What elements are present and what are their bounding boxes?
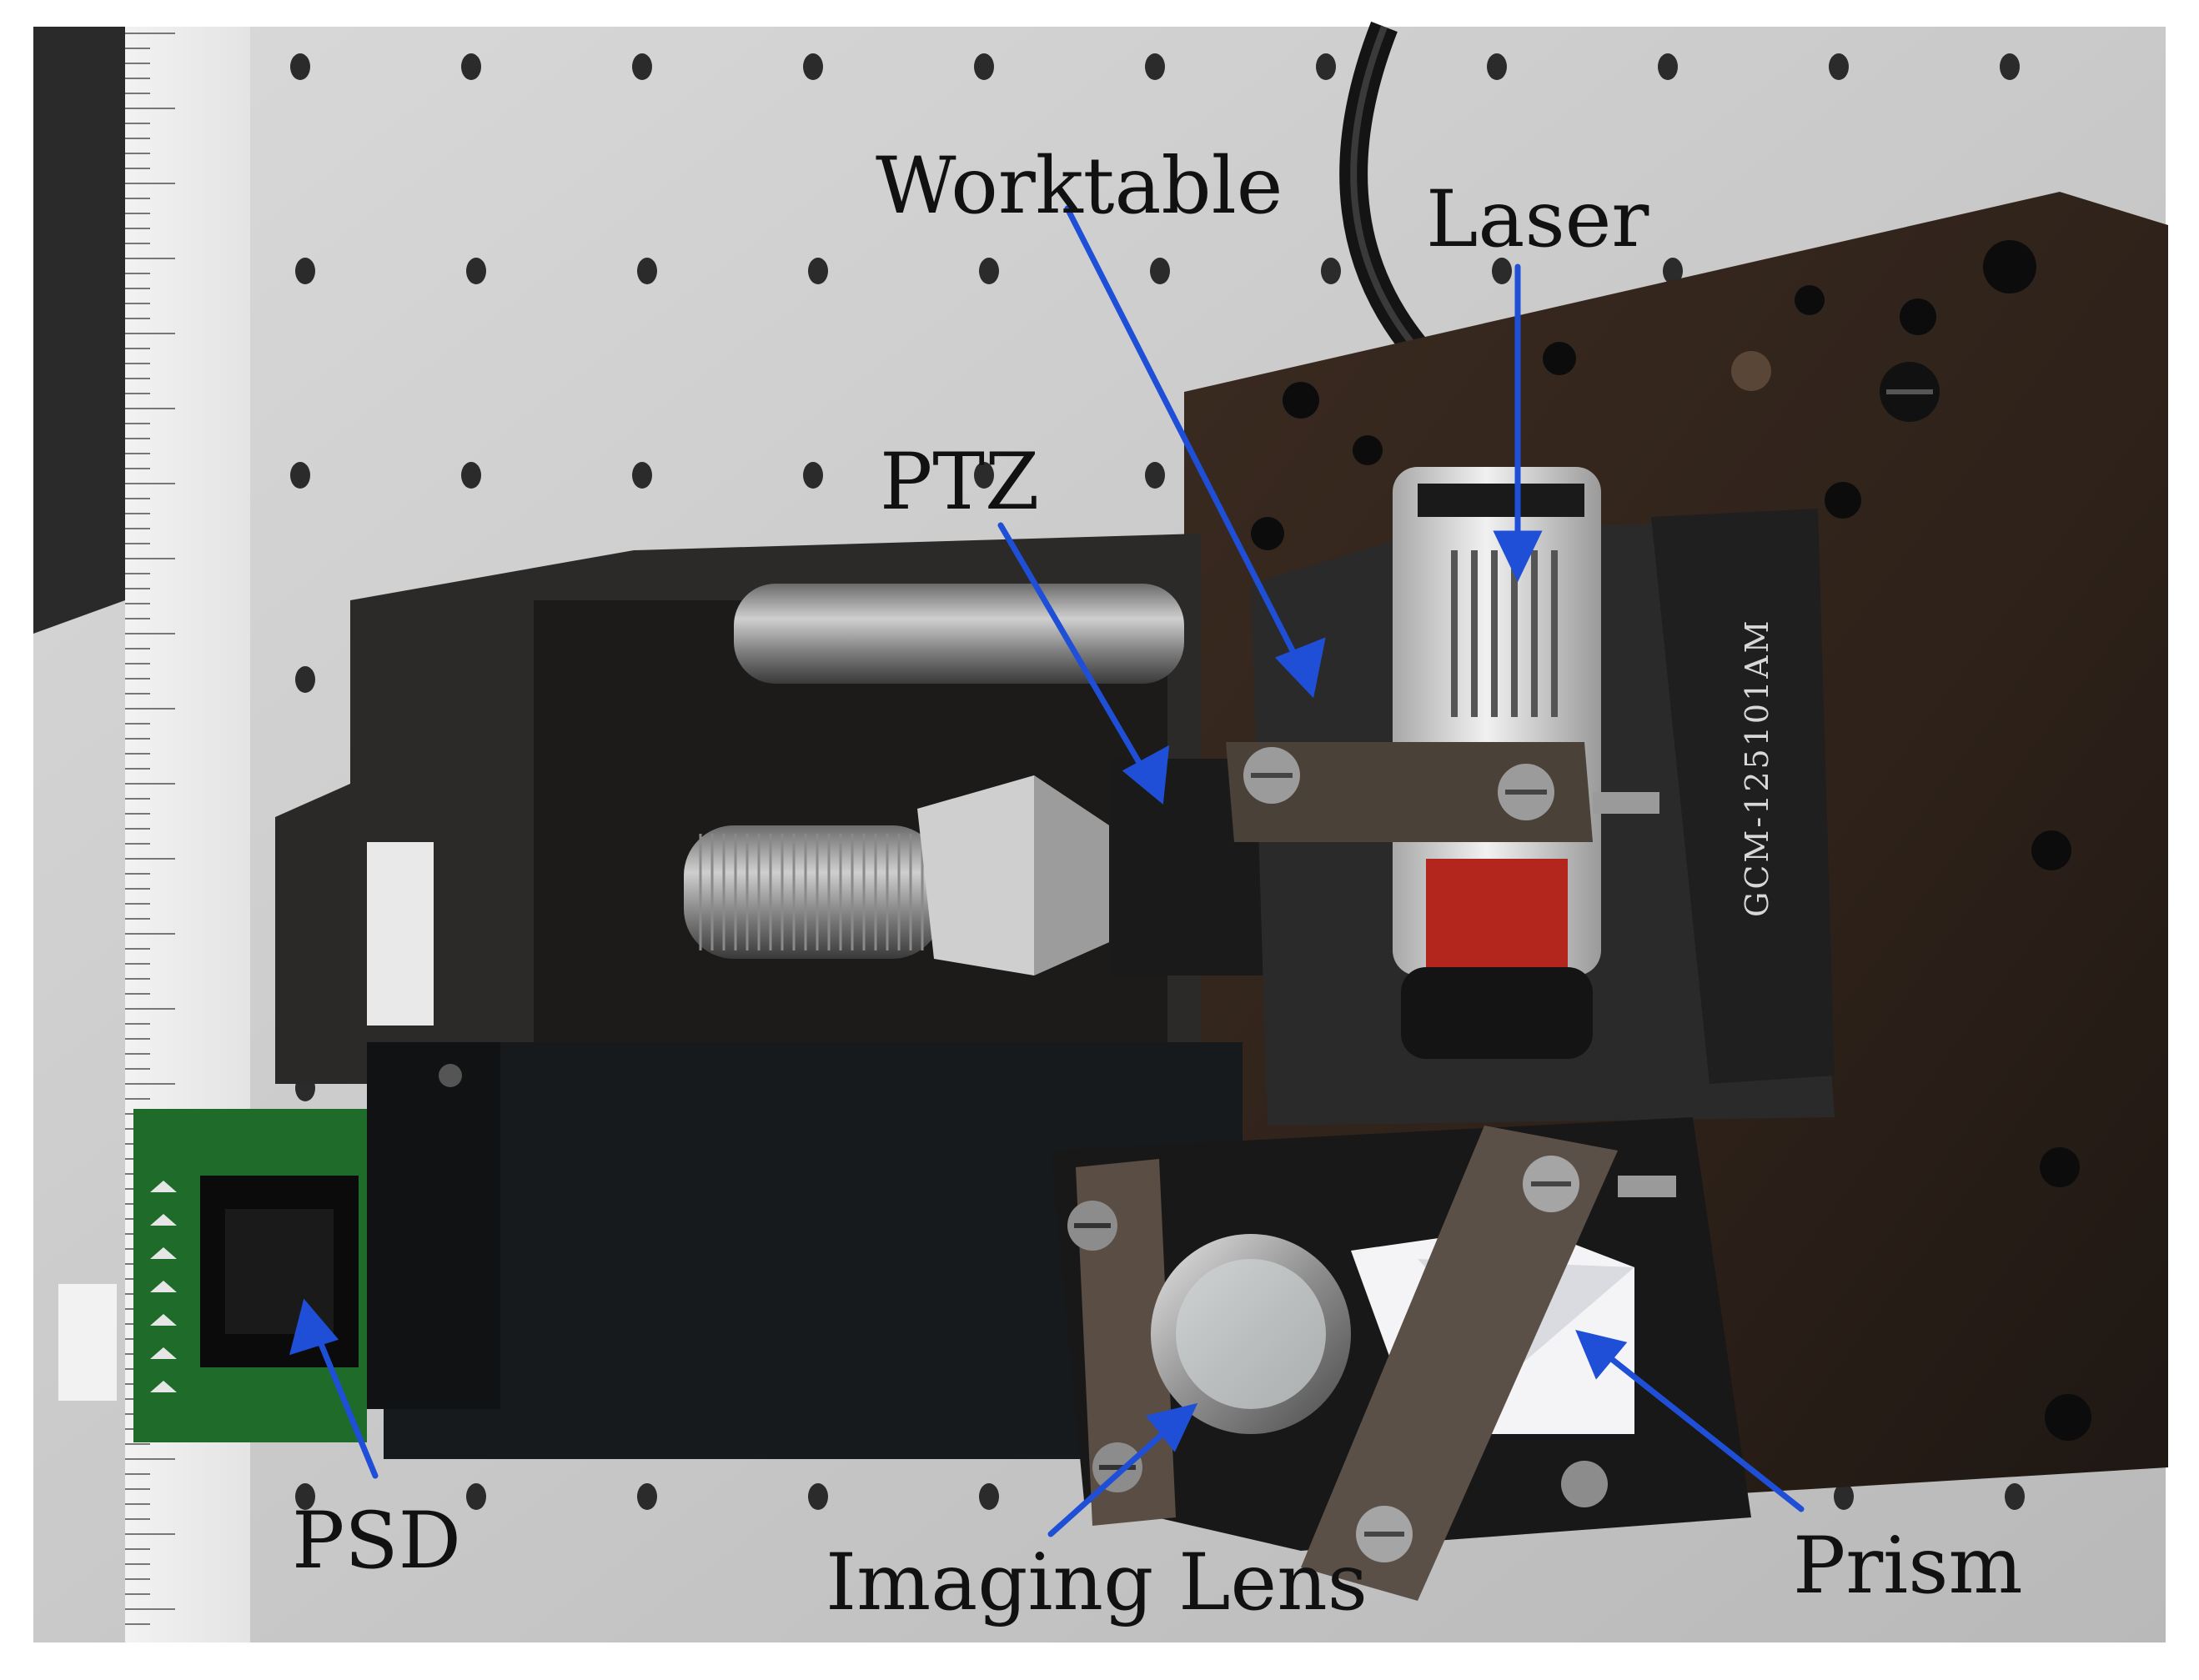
- worktable-arrow: [1064, 205, 1326, 699]
- label-prism: Prism: [1793, 1521, 2023, 1612]
- table-hole: [1834, 1483, 1854, 1510]
- guide-rod: [734, 584, 1184, 684]
- annotation-labels: Worktable Laser PTZ PSD Imaging Lens Pri…: [292, 141, 2023, 1628]
- psd-pin: [150, 1381, 177, 1392]
- table-hole: [1145, 462, 1165, 489]
- table-hole: [2005, 1483, 2025, 1510]
- table-hole: [295, 258, 315, 284]
- table-hole: [1492, 258, 1512, 284]
- table-hole: [1487, 53, 1507, 80]
- table-hole: [290, 53, 310, 80]
- annotation-arrows: [289, 205, 1805, 1537]
- stage-label-sticker: [367, 842, 434, 1026]
- laser-arrow: [1493, 263, 1543, 583]
- psd-arrow: [289, 1298, 379, 1479]
- lens-holder: [1067, 1159, 1351, 1526]
- laser-mount: [1651, 509, 1835, 1084]
- table-hole: [461, 462, 481, 489]
- laser-label-print: [1471, 550, 1478, 717]
- table-hole: [803, 53, 823, 80]
- table-hole: [295, 1483, 315, 1510]
- laser-label-print: [1551, 550, 1558, 717]
- table-hole: [1150, 258, 1170, 284]
- table-hole: [632, 53, 652, 80]
- laser-label-print: [1511, 550, 1518, 717]
- label-ptz: PTZ: [880, 437, 1039, 528]
- table-hole: [803, 462, 823, 489]
- table-hole: [637, 1483, 657, 1510]
- psd-pin: [150, 1347, 177, 1359]
- laser-label-print: [1491, 550, 1498, 717]
- table-hole: [979, 1483, 999, 1510]
- micrometer: [684, 775, 1109, 975]
- table-hole: [974, 462, 994, 489]
- psd-pin: [150, 1281, 177, 1292]
- prism-arrow: [1575, 1329, 1805, 1512]
- table-hole: [632, 462, 652, 489]
- dark-corner: [33, 27, 125, 634]
- table-hole: [461, 53, 481, 80]
- table-hole: [295, 666, 315, 693]
- label-imaging-lens: Imaging Lens: [826, 1537, 1368, 1628]
- label-worktable: Worktable: [876, 141, 1283, 232]
- table-hole: [974, 53, 994, 80]
- psd-pin: [150, 1214, 177, 1226]
- table-hole: [637, 258, 657, 284]
- table-hole: [1829, 53, 1849, 80]
- plate-holes: [1251, 240, 2091, 1441]
- stage-side: [275, 784, 350, 1084]
- ptz-arrow: [997, 522, 1170, 805]
- table-hole: [1145, 53, 1165, 80]
- laser-label-print: [1531, 550, 1538, 717]
- laser-label-print: [1451, 550, 1458, 717]
- table-hole: [808, 258, 828, 284]
- table-hole: [1321, 258, 1341, 284]
- prism-clamp: [1301, 1126, 1676, 1601]
- table-hole: [1663, 258, 1683, 284]
- table-hole: [1658, 53, 1678, 80]
- table-hole: [979, 258, 999, 284]
- table-hole: [290, 462, 310, 489]
- laser-module-text: GCM-125101AM: [1739, 618, 1775, 917]
- table-hole: [808, 1483, 828, 1510]
- psd-pin: [150, 1247, 177, 1259]
- table-hole: [1316, 53, 1336, 80]
- table-hole: [2000, 53, 2020, 80]
- label-psd: PSD: [292, 1496, 461, 1587]
- table-hole: [466, 1483, 486, 1510]
- psd-pin: [150, 1314, 177, 1326]
- imaging-lens-arrow: [1047, 1402, 1198, 1537]
- laser-body: [1393, 467, 1601, 1059]
- psd-pin: [150, 1181, 177, 1192]
- laser-clamp: [1226, 742, 1659, 842]
- plate-screws: [1731, 351, 1940, 422]
- psd-arm: [384, 1042, 1243, 1459]
- table-hole: [466, 258, 486, 284]
- label-laser: Laser: [1426, 174, 1649, 265]
